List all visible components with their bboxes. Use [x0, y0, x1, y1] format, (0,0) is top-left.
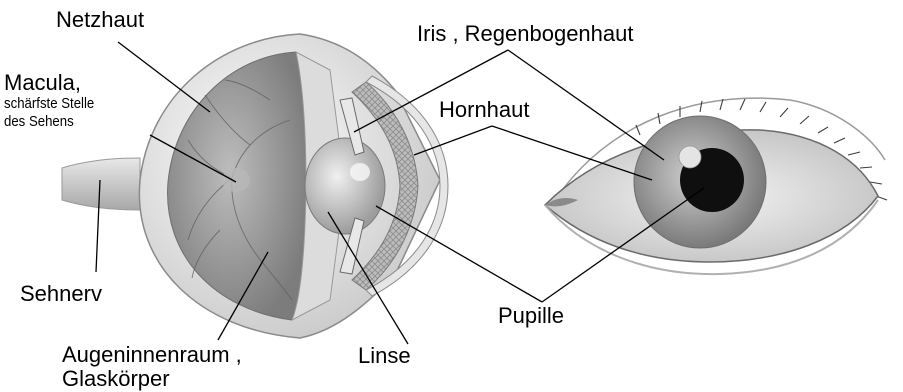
leader-iris-right: [508, 50, 664, 160]
eye-cross-section-illustration: [62, 34, 448, 338]
macula-spot: [222, 168, 250, 192]
optic-nerve: [62, 158, 140, 210]
label-linse: Linse: [358, 345, 411, 367]
label-sehnerv: Sehnerv: [20, 283, 102, 305]
label-augeninnenraum: Augeninnenraum ,: [62, 344, 242, 366]
corneal-highlight: [679, 146, 701, 168]
lens: [305, 138, 385, 234]
label-macula: Macula,: [4, 72, 81, 94]
label-iris: Iris , Regenbogenhaut: [417, 23, 634, 45]
label-glaskoerper: Glaskörper: [62, 368, 170, 390]
label-pupille: Pupille: [498, 305, 564, 327]
label-macula-detail-2: des Sehens: [4, 114, 74, 129]
label-netzhaut: Netzhaut: [56, 9, 144, 31]
external-eye-illustration: [545, 98, 887, 274]
label-macula-detail-1: schärfste Stelle: [4, 96, 94, 111]
label-hornhaut: Hornhaut: [439, 99, 530, 121]
